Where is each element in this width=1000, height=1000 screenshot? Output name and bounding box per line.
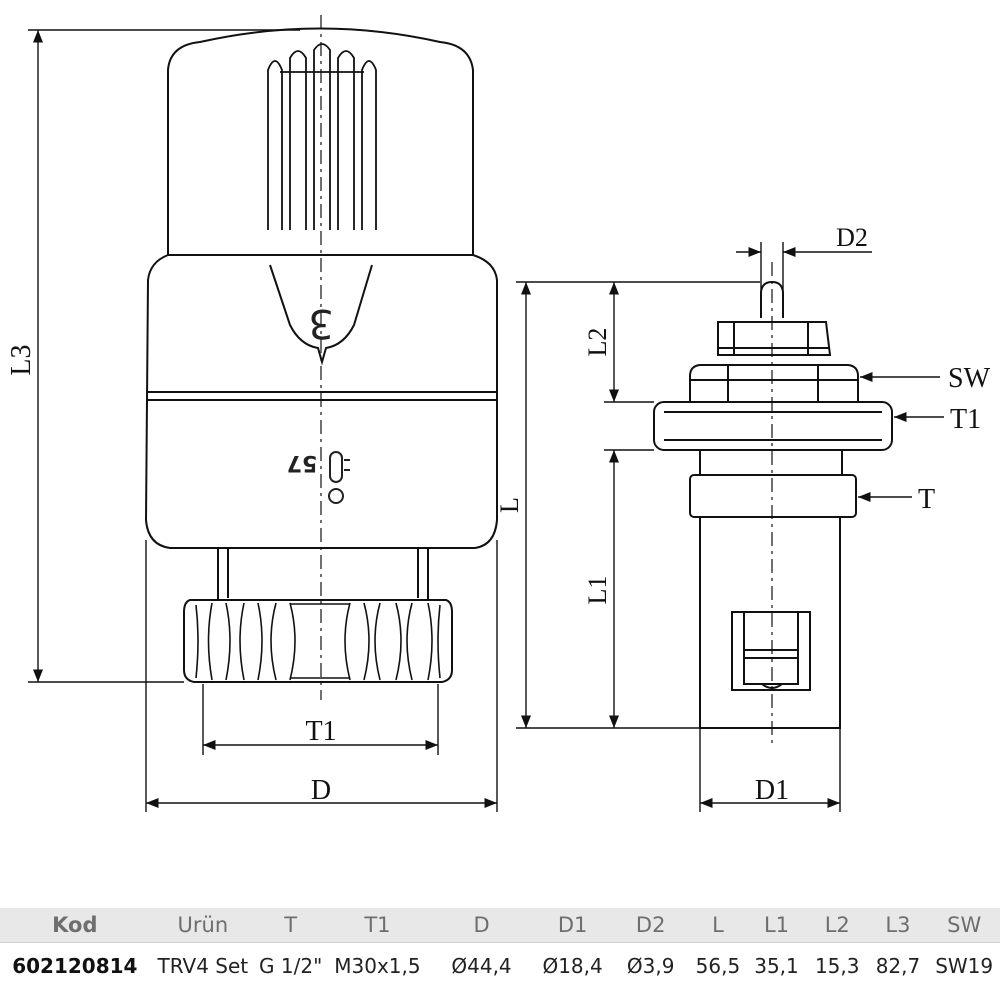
head-neck [217,548,429,600]
top-hex [717,321,832,356]
table-cell: 82,7 [875,954,921,978]
dim-L [516,281,604,729]
label-L1: L1 [583,576,612,605]
table-cell: 15,3 [814,954,860,978]
col-header: L2 [806,908,868,943]
table-cell: 35,1 [754,954,799,978]
dim-D2 [736,242,872,290]
col-header: T [255,908,326,943]
label-D1: D1 [755,775,789,806]
head-index-notch [269,264,373,366]
table-cell: SW19 [935,954,994,978]
dim-L2 [604,281,760,403]
col-header: SW [928,908,1000,943]
col-header: L1 [746,908,807,943]
table-cell: G 1/2" [259,954,323,978]
table-cell: M30x1,5 [334,954,421,978]
valve-body [699,517,841,729]
dim-D [145,540,498,812]
label-D: D [311,775,331,806]
table-header-row: Kod Urün T T1 D D1 D2 L L1 L2 L3 SW [0,908,1000,943]
table-cell: Ø44,4 [451,954,512,978]
valve-insert [653,280,893,729]
table-cell: Ø18,4 [542,954,603,978]
ring-mark: 57 [287,450,318,475]
dim-L3 [28,29,300,683]
col-header: L3 [867,908,929,943]
thread-T [689,474,857,518]
col-header: D2 [611,908,690,943]
thermostatic-head [144,27,498,683]
union-nut [183,599,453,683]
label-SW: SW [948,363,991,394]
col-header: T1 [325,908,430,943]
label-T1-left: T1 [305,716,336,747]
label-L: L [495,497,524,513]
head-grip-ribs [267,43,377,230]
col-header: D1 [533,908,612,943]
label-L2: L2 [583,328,612,357]
technical-drawing: 3 57 L3 T1 D [6,15,991,812]
hex-SW [689,364,859,403]
dim-L1 [604,449,700,729]
label-T: T [918,484,935,515]
spec-table: Kod Urün T T1 D D1 D2 L L1 L2 L3 SW 6021… [0,908,1000,989]
label-D2: D2 [836,223,868,252]
head-cap [167,27,474,255]
col-header: L [689,908,747,943]
col-header: Urün [149,908,256,943]
flange-T1 [653,401,893,451]
table-row: 602120814 TRV4 Set G 1/2" M30x1,5 Ø44,4 … [0,943,1000,990]
dim-D1 [699,728,841,812]
col-header: Kod [0,908,150,943]
nut-knurling [195,602,441,681]
dim-T1-left [202,684,439,755]
table-cell: 602120814 [12,954,138,978]
head-body [144,254,498,549]
dial-digit: 3 [308,300,333,346]
table-cell: 56,5 [695,954,741,978]
table-cell: Ø3,9 [626,954,675,978]
col-header: D [429,908,534,943]
label-L3: L3 [6,344,37,375]
label-T1-right: T1 [950,404,981,435]
table-cell: TRV4 Set [157,954,249,978]
thermometer-icon [328,451,350,504]
